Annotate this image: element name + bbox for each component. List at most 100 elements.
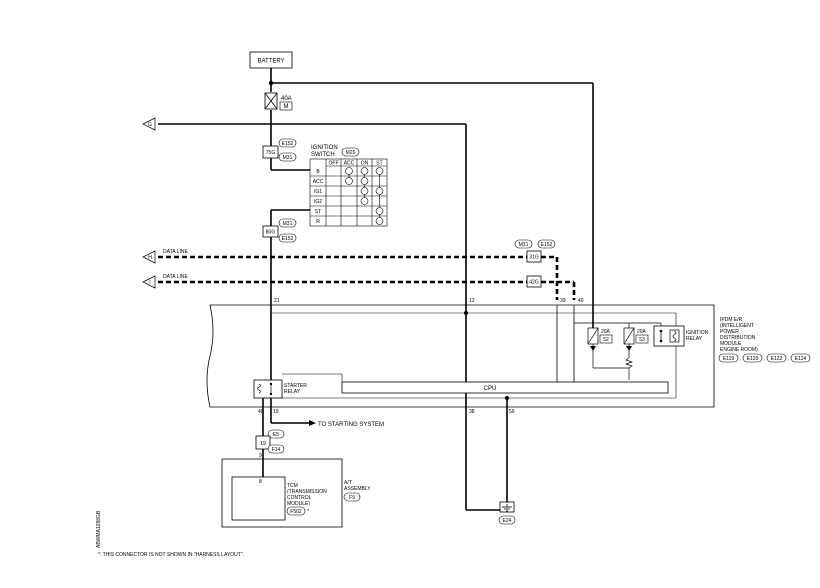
- svg-text:38: 38: [469, 409, 475, 415]
- svg-text:59: 59: [509, 409, 515, 415]
- internal-fuses: [574, 313, 662, 380]
- svg-text:E152: E152: [282, 141, 294, 147]
- connector-e5: E5: [267, 429, 285, 439]
- svg-text:M26: M26: [346, 150, 356, 156]
- svg-text:DISTRIBUTION: DISTRIBUTION: [720, 335, 756, 341]
- svg-text:B: B: [316, 169, 320, 175]
- data-line-arrow-i: I DATA LINE: [142, 274, 188, 289]
- ground-connector: E24: [498, 515, 516, 525]
- svg-text:ACC: ACC: [344, 161, 355, 167]
- svg-text:39: 39: [560, 298, 566, 304]
- svg-text:IGNITION: IGNITION: [686, 330, 709, 336]
- footnote: *: THIS CONNECTOR IS NOT SHOWN IN "HARNE…: [98, 552, 244, 558]
- svg-text:RELAY: RELAY: [686, 336, 703, 342]
- svg-text:80G: 80G: [266, 230, 276, 236]
- svg-text:E119: E119: [723, 356, 735, 362]
- fuse-labels: 20A 52 20A 53: [599, 329, 649, 344]
- svg-text:20A: 20A: [637, 329, 647, 335]
- figure-id: ABWMA1288GB: [96, 510, 102, 548]
- svg-text:19: 19: [273, 409, 279, 415]
- svg-text:RELAY: RELAY: [284, 389, 301, 395]
- svg-text:53: 53: [639, 337, 645, 343]
- svg-text:BATTERY: BATTERY: [257, 59, 284, 65]
- ignition-relay: IGNITION RELAY: [653, 325, 709, 347]
- fusible-link-75g: 75G E152 M31: [262, 138, 297, 162]
- at-assembly: 8 TCM (TRANSMISSION CONTROL MODULE) F502…: [221, 458, 371, 528]
- svg-text:9: 9: [259, 453, 262, 459]
- svg-text:40: 40: [578, 298, 584, 304]
- starting-system-label: TO STARTING SYSTEM: [318, 422, 384, 428]
- fuse-40a: 40A M: [264, 92, 293, 111]
- data-line-inner: [556, 305, 575, 382]
- svg-text:12: 12: [469, 298, 475, 304]
- svg-text:(INTELLIGENT: (INTELLIGENT: [720, 323, 754, 329]
- svg-text:42G: 42G: [529, 280, 539, 286]
- svg-text:,: ,: [740, 356, 741, 362]
- svg-text:IPDM E/R: IPDM E/R: [720, 317, 743, 323]
- svg-text:I: I: [149, 280, 150, 286]
- svg-text:F502: F502: [290, 509, 302, 515]
- svg-text:OFF: OFF: [329, 161, 339, 167]
- svg-text:*: *: [307, 509, 309, 515]
- svg-text:DATA LINE: DATA LINE: [163, 249, 188, 255]
- cpu-block: CPU: [282, 373, 669, 394]
- svg-text:F9: F9: [349, 495, 355, 501]
- svg-text:E120: E120: [747, 356, 759, 362]
- svg-text:F14: F14: [272, 447, 281, 453]
- svg-text:E5: E5: [273, 432, 279, 438]
- svg-text:ASSEMBLY: ASSEMBLY: [344, 486, 371, 492]
- svg-text:21: 21: [274, 298, 280, 304]
- svg-text:CPU: CPU: [484, 386, 497, 392]
- junction-dot: [268, 80, 274, 86]
- svg-text:IG2: IG2: [314, 199, 322, 205]
- svg-text:31G: 31G: [529, 255, 539, 261]
- svg-text:M31: M31: [283, 221, 293, 227]
- starter-relay: STARTER RELAY: [253, 379, 307, 399]
- diode-icon: [626, 346, 632, 351]
- svg-text:M31: M31: [519, 242, 529, 248]
- svg-text:19: 19: [260, 441, 266, 447]
- svg-text:75G: 75G: [266, 150, 276, 156]
- svg-text:E152: E152: [541, 242, 553, 248]
- svg-text:DATA LINE: DATA LINE: [163, 274, 188, 280]
- data-line-wires: [158, 255, 576, 300]
- svg-text:E122: E122: [771, 356, 783, 362]
- svg-text:ENGINE ROOM): ENGINE ROOM): [720, 347, 758, 353]
- svg-text:E152: E152: [282, 236, 294, 242]
- svg-text:SWITCH: SWITCH: [311, 152, 335, 158]
- svg-text:20A: 20A: [601, 329, 611, 335]
- ipdm-module: 21 12 39 40 48 19 38 59: [206, 298, 715, 415]
- svg-text:MODULE: MODULE: [720, 341, 742, 347]
- svg-text:E124: E124: [795, 356, 807, 362]
- connector-80g: 80G M31 E152: [262, 218, 297, 243]
- svg-text:ACC: ACC: [313, 179, 324, 185]
- diode-icon: [590, 346, 596, 351]
- svg-text:A/T: A/T: [344, 480, 352, 486]
- svg-text:IG1: IG1: [314, 189, 322, 195]
- data-line-arrow-h: H DATA LINE: [142, 249, 188, 264]
- svg-text:52: 52: [603, 337, 609, 343]
- svg-text:ST: ST: [376, 161, 382, 167]
- ipdm-title: IPDM E/R (INTELLIGENT POWER DISTRIBUTION…: [718, 317, 811, 363]
- svg-text:G: G: [148, 122, 152, 128]
- svg-text:(TRANSMISSION: (TRANSMISSION: [287, 489, 327, 495]
- svg-text:,: ,: [788, 356, 789, 362]
- svg-text:POWER: POWER: [720, 329, 739, 335]
- svg-text:IGNITION: IGNITION: [311, 145, 338, 151]
- connector-arrow-g: G: [142, 117, 156, 131]
- svg-text:M: M: [284, 104, 289, 110]
- starting-system-wire: [271, 420, 316, 426]
- svg-text:8: 8: [259, 479, 262, 485]
- svg-text:STARTER: STARTER: [284, 383, 307, 389]
- svg-text:40A: 40A: [281, 96, 292, 102]
- svg-text:TCM: TCM: [287, 483, 298, 489]
- connector-f14: 19 F14 9: [255, 435, 285, 459]
- svg-text:ON: ON: [361, 161, 369, 167]
- svg-text:CONTROL: CONTROL: [287, 495, 312, 501]
- svg-text:M31: M31: [283, 155, 293, 161]
- svg-text:R: R: [316, 219, 320, 225]
- ignition-switch: IGNITION SWITCH M26 OFF ACC ON ST B ACC …: [309, 145, 388, 227]
- ground-icon: [499, 501, 515, 513]
- svg-text:H: H: [148, 255, 152, 261]
